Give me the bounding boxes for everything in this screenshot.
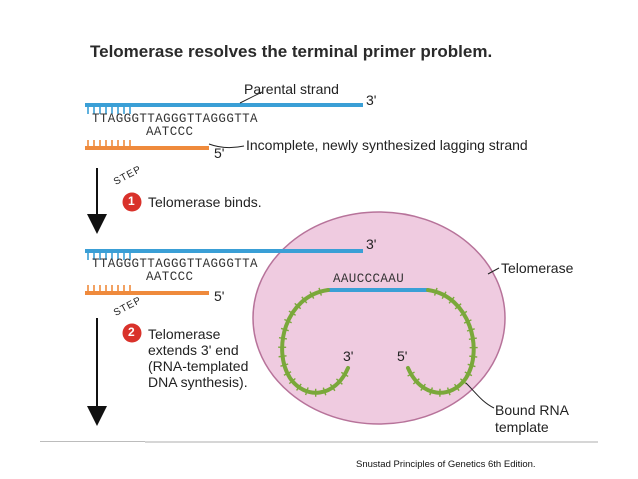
step2-line-1: Telomerase — [148, 326, 221, 342]
step2-badge — [122, 323, 142, 343]
telomerase-enzyme — [252, 211, 506, 425]
figure-title: Telomerase resolves the terminal primer … — [90, 42, 493, 61]
rna-base-tick — [448, 296, 455, 304]
rna-base-tick — [284, 318, 292, 324]
rna-base-tick — [446, 387, 451, 396]
parental-strand-1 — [85, 103, 363, 114]
rna-base-tick — [288, 377, 296, 385]
rna-template-segment — [328, 288, 428, 292]
rna-base-tick — [454, 303, 462, 310]
rna-five-prime-label: 5' — [397, 348, 408, 364]
rna-three-prime-label: 3' — [343, 348, 354, 364]
lagging-strand-2 — [85, 285, 209, 295]
source-caption: Snustad Principles of Genetics 6th Editi… — [356, 459, 536, 470]
bound-rna-template — [278, 287, 478, 397]
rna-base-tick — [407, 371, 415, 377]
step2-number: 2 — [128, 325, 135, 339]
rna-left-arm — [280, 288, 350, 395]
rna-sequence: AAUCCCAAU — [333, 272, 405, 286]
lagging-strand-2-backbone — [85, 291, 209, 295]
lagging-sequence-2: AATCCC — [146, 270, 194, 284]
top-sequence-2: TTAGGGTTAGGGTTAGGGTTA — [92, 257, 258, 271]
telomerase-leader — [487, 267, 500, 275]
rna-base-tick — [288, 310, 297, 316]
bound-rna-label-1: Bound RNA — [495, 402, 569, 418]
step2-line-2: extends 3' end — [148, 342, 239, 358]
rna-base-tick — [322, 387, 327, 396]
rna-base-tick — [294, 302, 302, 310]
three-prime-label-top: 3' — [366, 92, 377, 108]
rna-base-tick — [468, 337, 477, 340]
incomplete-leader — [208, 143, 245, 149]
lagging-strand-1-bases — [87, 140, 131, 146]
rna-base-tick — [412, 378, 420, 385]
step1-text: Telomerase binds. — [148, 194, 262, 210]
five-prime-label-2: 5' — [214, 288, 225, 304]
top-sequence: TTAGGGTTAGGGTTAGGGTTA — [92, 112, 258, 126]
parental-strand-1-bases — [87, 107, 131, 114]
rna-base-tick — [429, 387, 434, 396]
rna-base-tick — [335, 378, 343, 385]
rna-base-tick — [340, 371, 349, 378]
step2-line-3: (RNA-templated — [148, 358, 249, 374]
incomplete-strand-label: Incomplete, newly synthesized lagging st… — [246, 137, 528, 153]
rna-base-tick — [463, 319, 472, 324]
step1-badge — [122, 192, 142, 212]
bound-rna-leader — [465, 382, 495, 409]
lagging-strand-1 — [85, 140, 209, 150]
footer-rule-accent — [145, 441, 598, 443]
rna-base-tick — [304, 387, 309, 396]
rna-base-tick — [467, 363, 476, 368]
rna-base-tick — [453, 383, 460, 392]
rna-base-tick — [278, 337, 287, 340]
rna-base-tick — [318, 287, 323, 296]
telomerase-label: Telomerase — [501, 260, 574, 276]
rna-base-tick — [441, 291, 447, 300]
five-prime-label-1: 5' — [214, 145, 225, 161]
lagging-sequence: AATCCC — [146, 125, 194, 139]
rna-right-arm — [406, 288, 476, 395]
rna-base-tick — [301, 296, 308, 304]
rna-base-tick — [283, 371, 292, 376]
rna-base-tick — [466, 328, 475, 332]
rna-base-tick — [280, 363, 289, 367]
rna-base-tick — [459, 378, 467, 385]
rna-base-tick — [469, 355, 478, 358]
parental-strand-label: Parental strand — [244, 81, 339, 97]
three-prime-label-2: 3' — [366, 236, 377, 252]
rna-base-tick — [433, 287, 438, 296]
parental-strand-2 — [85, 249, 363, 260]
rna-base-tick — [464, 371, 473, 377]
lagging-strand-1-backbone — [85, 146, 209, 150]
step1-number: 1 — [128, 194, 135, 208]
step2-line-4: DNA synthesis). — [148, 374, 248, 390]
rna-base-tick — [329, 383, 336, 392]
parental-strand-leader — [239, 91, 263, 104]
rna-base-tick — [420, 383, 426, 391]
rna-base-tick — [459, 310, 468, 317]
bound-rna-label-2: template — [495, 419, 549, 435]
rna-base-tick — [296, 383, 302, 391]
step2-text: Telomerase extends 3' end (RNA-templated… — [148, 326, 248, 390]
rna-base-tick — [280, 327, 289, 332]
parental-strand-2-backbone — [85, 249, 363, 253]
rna-base-tick — [278, 355, 287, 358]
rna-base-tick — [309, 291, 315, 299]
parental-strand-1-backbone — [85, 103, 363, 107]
parental-strand-2-bases — [87, 253, 131, 260]
rna-template-bases — [278, 287, 478, 397]
lagging-strand-2-bases — [87, 285, 131, 291]
